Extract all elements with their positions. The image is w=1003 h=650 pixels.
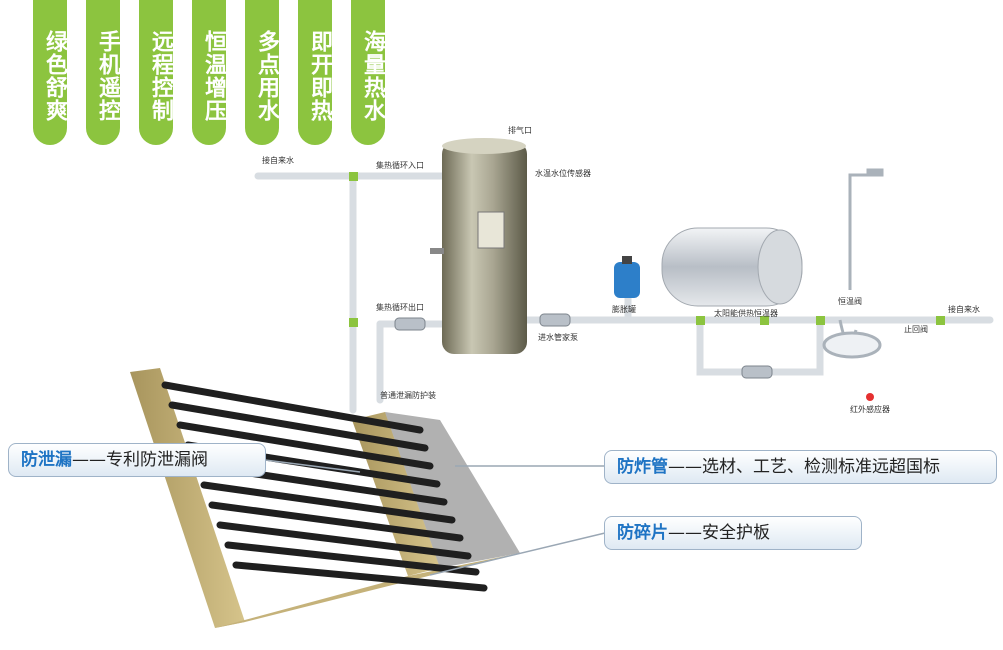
infrared-sensor-icon bbox=[866, 393, 874, 401]
label-tap-in: 接自来水 bbox=[262, 155, 294, 165]
label-heater: 太阳能供热恒温器 bbox=[714, 308, 778, 318]
label-expansion-tank: 膨胀罐 bbox=[612, 304, 636, 314]
label-out-hot: 接自来水 bbox=[948, 304, 980, 314]
label-drain: 普通泄漏防护装 bbox=[380, 390, 436, 400]
callout-key: 防泄漏 bbox=[21, 450, 72, 470]
feature-tag-instant-heat: 即开即热 bbox=[298, 0, 332, 145]
feature-tag-constant-temp: 恒温增压 bbox=[192, 0, 226, 145]
label-check-valve: 止回阀 bbox=[904, 324, 928, 334]
feature-tag-remote: 手机遥控 bbox=[86, 0, 120, 145]
feature-tag-text: 海量热水 bbox=[360, 29, 385, 122]
callout-text: ——专利防泄漏阀 bbox=[72, 450, 208, 470]
callout-key: 防炸管 bbox=[617, 457, 668, 477]
feature-tag-green: 绿色舒爽 bbox=[33, 0, 67, 145]
label-infrared: 红外感应器 bbox=[850, 404, 890, 414]
storage-tank bbox=[430, 138, 527, 354]
feature-tag-text: 恒温增压 bbox=[201, 29, 226, 122]
feature-tag-text: 手机遥控 bbox=[95, 29, 120, 122]
feature-tag-remote-control: 远程控制 bbox=[139, 0, 173, 145]
callout-shatter-proof: 防碎片——安全护板 bbox=[604, 516, 862, 550]
expansion-tank-icon bbox=[614, 256, 640, 298]
valve-icons bbox=[394, 313, 773, 379]
label-mix-valve: 恒温阀 bbox=[838, 296, 862, 306]
callout-leak-proof: 防泄漏——专利防泄漏阀 bbox=[8, 443, 266, 477]
solar-collector-icon bbox=[130, 368, 520, 628]
label-loop-in: 集热循环入口 bbox=[376, 160, 424, 170]
callout-text: ——安全护板 bbox=[668, 523, 770, 543]
label-vent: 排气口 bbox=[508, 125, 532, 135]
label-pump: 进水管家泵 bbox=[538, 332, 578, 342]
feature-tag-text: 即开即热 bbox=[307, 29, 332, 122]
shower-basin-icon bbox=[822, 168, 884, 359]
feature-tag-mass-hot-water: 海量热水 bbox=[351, 0, 385, 145]
callout-text: ——选材、工艺、检测标准远超国标 bbox=[668, 457, 940, 477]
callout-burst-proof: 防炸管——选材、工艺、检测标准远超国标 bbox=[604, 450, 997, 484]
feature-tag-multi-point: 多点用水 bbox=[245, 0, 279, 145]
callout-key: 防碎片 bbox=[617, 523, 668, 543]
label-loop-out: 集热循环出口 bbox=[376, 302, 424, 312]
heater-unit-icon bbox=[661, 227, 803, 307]
callout-leaders bbox=[264, 459, 606, 576]
feature-tag-text: 绿色舒爽 bbox=[42, 29, 67, 122]
pipe-joints bbox=[349, 172, 945, 327]
feature-tag-text: 远程控制 bbox=[148, 29, 173, 122]
label-sensor: 水温水位传感器 bbox=[535, 168, 591, 178]
feature-tag-text: 多点用水 bbox=[254, 29, 279, 122]
